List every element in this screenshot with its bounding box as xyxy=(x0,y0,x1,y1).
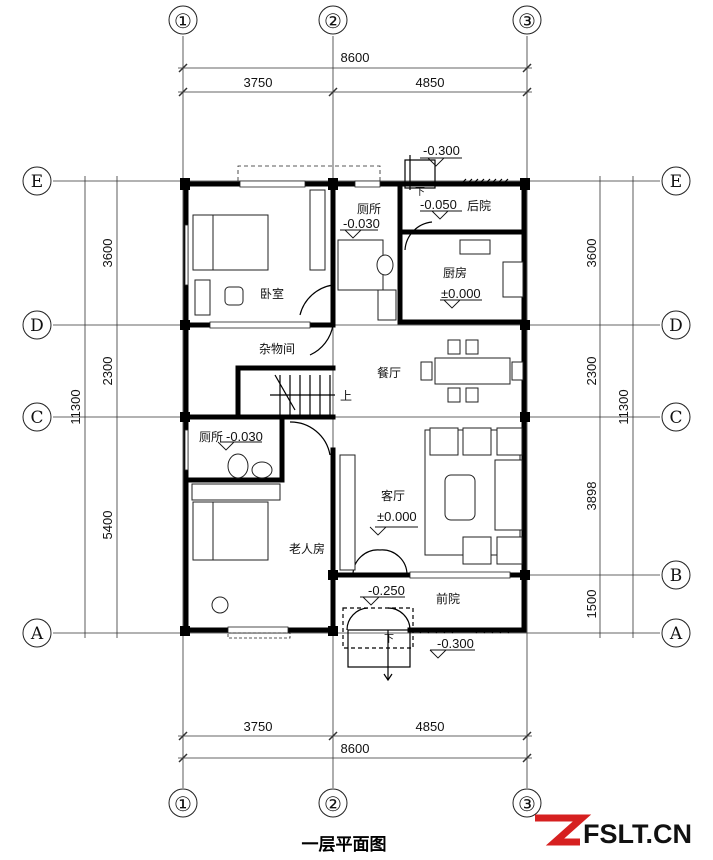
axis-label-1-top: ① xyxy=(174,9,192,33)
dim-bay-left-bottom: 3750 xyxy=(244,719,273,734)
room-storage: 杂物间 xyxy=(259,342,295,356)
room-bedroom: 卧室 xyxy=(260,286,284,301)
axis-label-C-right: C xyxy=(669,408,682,428)
logo-text: FSLT.CN xyxy=(583,819,692,849)
axis-label-A-right: A xyxy=(669,624,683,644)
dim-left-1: 3600 xyxy=(100,239,115,268)
doors xyxy=(289,155,436,682)
axis-bubbles xyxy=(22,5,691,818)
dim-right-1: 3600 xyxy=(584,239,599,268)
furniture xyxy=(191,189,524,614)
grid-lines xyxy=(53,36,660,788)
axis-label-A-left: A xyxy=(30,624,44,644)
axis-label-D-right: D xyxy=(669,316,683,336)
room-front-yard: 前院 xyxy=(436,591,460,606)
axis-label-1-bottom: ① xyxy=(174,792,192,816)
dining-table xyxy=(434,357,511,385)
yard-hatch xyxy=(419,178,513,634)
level-labels: -0.300 -0.050 -0.030 ±0.000 -0.030 ±0.00… xyxy=(226,143,481,651)
dim-bay-left-top: 3750 xyxy=(244,75,273,90)
axis-label-3-bottom: ③ xyxy=(518,792,536,816)
dim-bay-right-bottom: 4850 xyxy=(416,719,445,734)
wardrobe-bottom xyxy=(191,483,281,501)
dim-bay-right-top: 4850 xyxy=(416,75,445,90)
dim-right-4: 1500 xyxy=(584,590,599,619)
axis-label-C-left: C xyxy=(30,408,43,428)
room-toilet-top: 厕所 xyxy=(357,202,381,216)
dim-right-3: 3898 xyxy=(584,482,599,511)
axis-label-3-top: ③ xyxy=(518,9,536,33)
level-living: ±0.000 xyxy=(377,509,417,524)
room-elder: 老人房 xyxy=(289,541,325,556)
axis-label-B-right: B xyxy=(670,566,683,586)
room-toilet-bottom: 厕所 xyxy=(199,430,223,444)
level-toilet-top: -0.030 xyxy=(343,216,380,231)
dim-left-3: 5400 xyxy=(100,511,115,540)
room-living: 客厅 xyxy=(381,488,405,503)
level-front-ground: -0.300 xyxy=(437,636,474,651)
down-label-top: 下 xyxy=(415,187,425,198)
dim-left-2: 2300 xyxy=(100,357,115,386)
windows xyxy=(184,165,511,639)
dim-total-width-bottom: 8600 xyxy=(341,741,370,756)
drawing-title: 一层平面图 xyxy=(302,835,387,855)
dim-total-depth-right: 11300 xyxy=(616,389,631,424)
level-back-entry: -0.300 xyxy=(423,143,460,158)
down-label-front: 下 xyxy=(384,634,394,645)
room-back-yard: 后院 xyxy=(467,199,491,213)
axis-label-2-bottom: ② xyxy=(324,792,342,816)
dim-total-depth-left: 11300 xyxy=(68,389,83,424)
site-logo: FSLT.CN xyxy=(535,814,692,849)
dimension-lines xyxy=(84,63,634,763)
level-kitchen: ±0.000 xyxy=(441,286,481,301)
room-dining: 餐厅 xyxy=(377,365,401,380)
room-labels: 卧室 厕所 后院 厨房 杂物间 餐厅 上 下 下 厕所 客厅 老人房 前院 xyxy=(199,187,491,645)
wardrobe-top xyxy=(309,189,326,271)
axis-label-D-left: D xyxy=(30,316,44,336)
axis-label-2-top: ② xyxy=(324,9,342,33)
stairs-up-label: 上 xyxy=(340,389,352,403)
level-porch: -0.250 xyxy=(368,583,405,598)
axis-label-E-right: E xyxy=(670,172,682,192)
dim-total-width-top: 8600 xyxy=(341,50,370,65)
level-toilet-bottom: -0.030 xyxy=(226,429,263,444)
level-markers xyxy=(217,157,482,659)
dim-right-2: 2300 xyxy=(584,357,599,386)
level-back-yard: -0.050 xyxy=(420,197,457,212)
stairs xyxy=(270,374,335,415)
axis-label-E-left: E xyxy=(31,172,43,192)
room-kitchen: 厨房 xyxy=(443,265,467,280)
